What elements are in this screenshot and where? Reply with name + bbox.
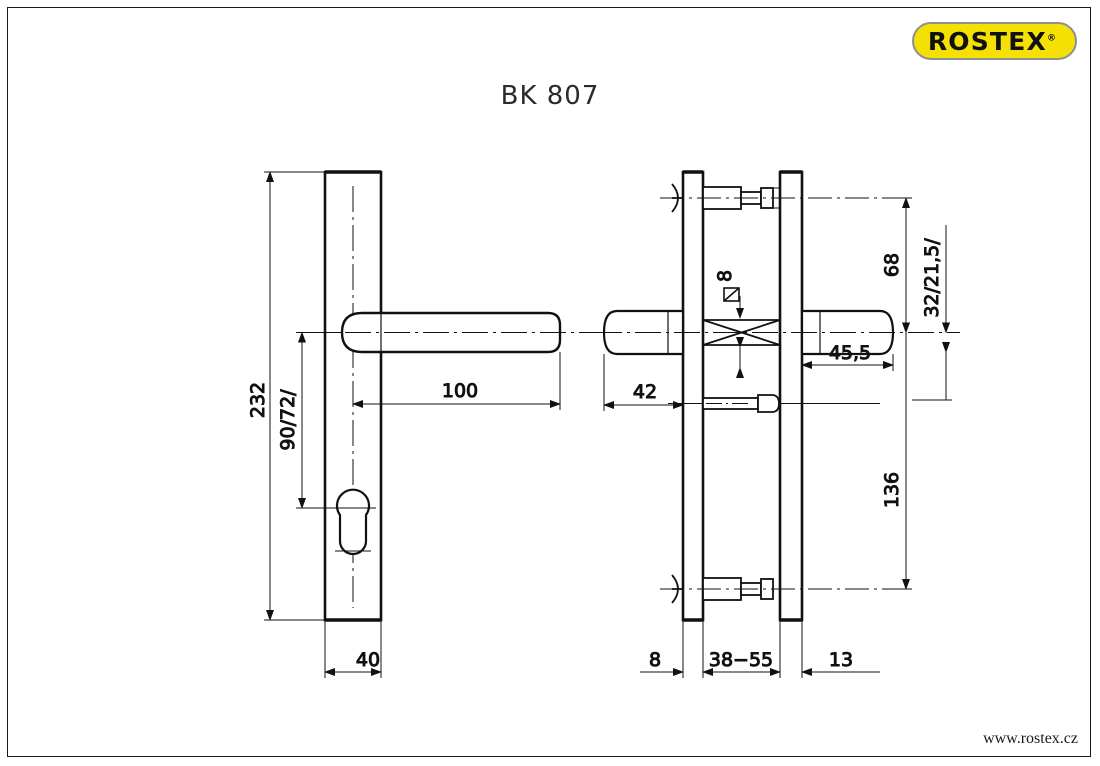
registered-mark-icon: ® xyxy=(1046,33,1058,44)
dimension-handle-projection xyxy=(352,352,561,410)
footer-url: www.rostex.cz xyxy=(983,730,1078,747)
dimension-plate-height xyxy=(264,171,325,621)
page-border-frame xyxy=(7,7,1091,757)
dimension-escutcheon-offset-label: 45,5 xyxy=(829,342,871,364)
dimension-top-bolt-to-center xyxy=(898,197,912,334)
dimension-plate-thickness-left-label: 8 xyxy=(649,649,661,671)
dimension-center-to-bottom-bolt-label: 136 xyxy=(881,472,903,508)
side-view-inner-plate xyxy=(778,170,804,622)
drawing-title: BK 807 xyxy=(500,81,600,111)
dimension-plate-height-label: 232 xyxy=(247,382,269,418)
dimension-bottom-chain xyxy=(640,620,880,678)
dimension-escutcheon-offset xyxy=(801,354,894,371)
side-view-middle-bolt xyxy=(702,394,780,413)
dimension-handle-projection-label: 100 xyxy=(442,380,478,402)
dimension-screw-range-label: 32/21,5/ xyxy=(921,238,943,318)
dimension-spindle-label: 8 xyxy=(714,270,736,282)
dimension-plate-thickness-right-label: 13 xyxy=(829,649,853,671)
dimension-handle-length-label: 42 xyxy=(633,381,657,403)
dimension-plate-width xyxy=(324,620,382,678)
dimension-screw-range xyxy=(912,225,952,401)
dimension-handle-to-cylinder xyxy=(296,331,341,509)
rostex-logo-text: ROSTEX® xyxy=(927,26,1058,56)
dimension-door-thickness-label: 38−55 xyxy=(709,649,773,671)
rostex-logo: ROSTEX® xyxy=(912,22,1077,60)
dimension-handle-to-cylinder-label: 90/72/ xyxy=(277,389,299,451)
front-view-cylinder-keyhole xyxy=(335,488,371,556)
side-view-square-spindle xyxy=(702,319,781,346)
dimension-center-to-bottom-bolt xyxy=(898,332,912,590)
dimension-plate-width-label: 40 xyxy=(356,649,380,671)
dimension-handle-length xyxy=(603,354,684,411)
front-view-lever-handle xyxy=(340,311,562,354)
dimension-top-bolt-to-center-label: 68 xyxy=(881,253,903,277)
side-view-outer-plate xyxy=(681,170,705,622)
square-section-symbol-icon xyxy=(723,287,740,302)
